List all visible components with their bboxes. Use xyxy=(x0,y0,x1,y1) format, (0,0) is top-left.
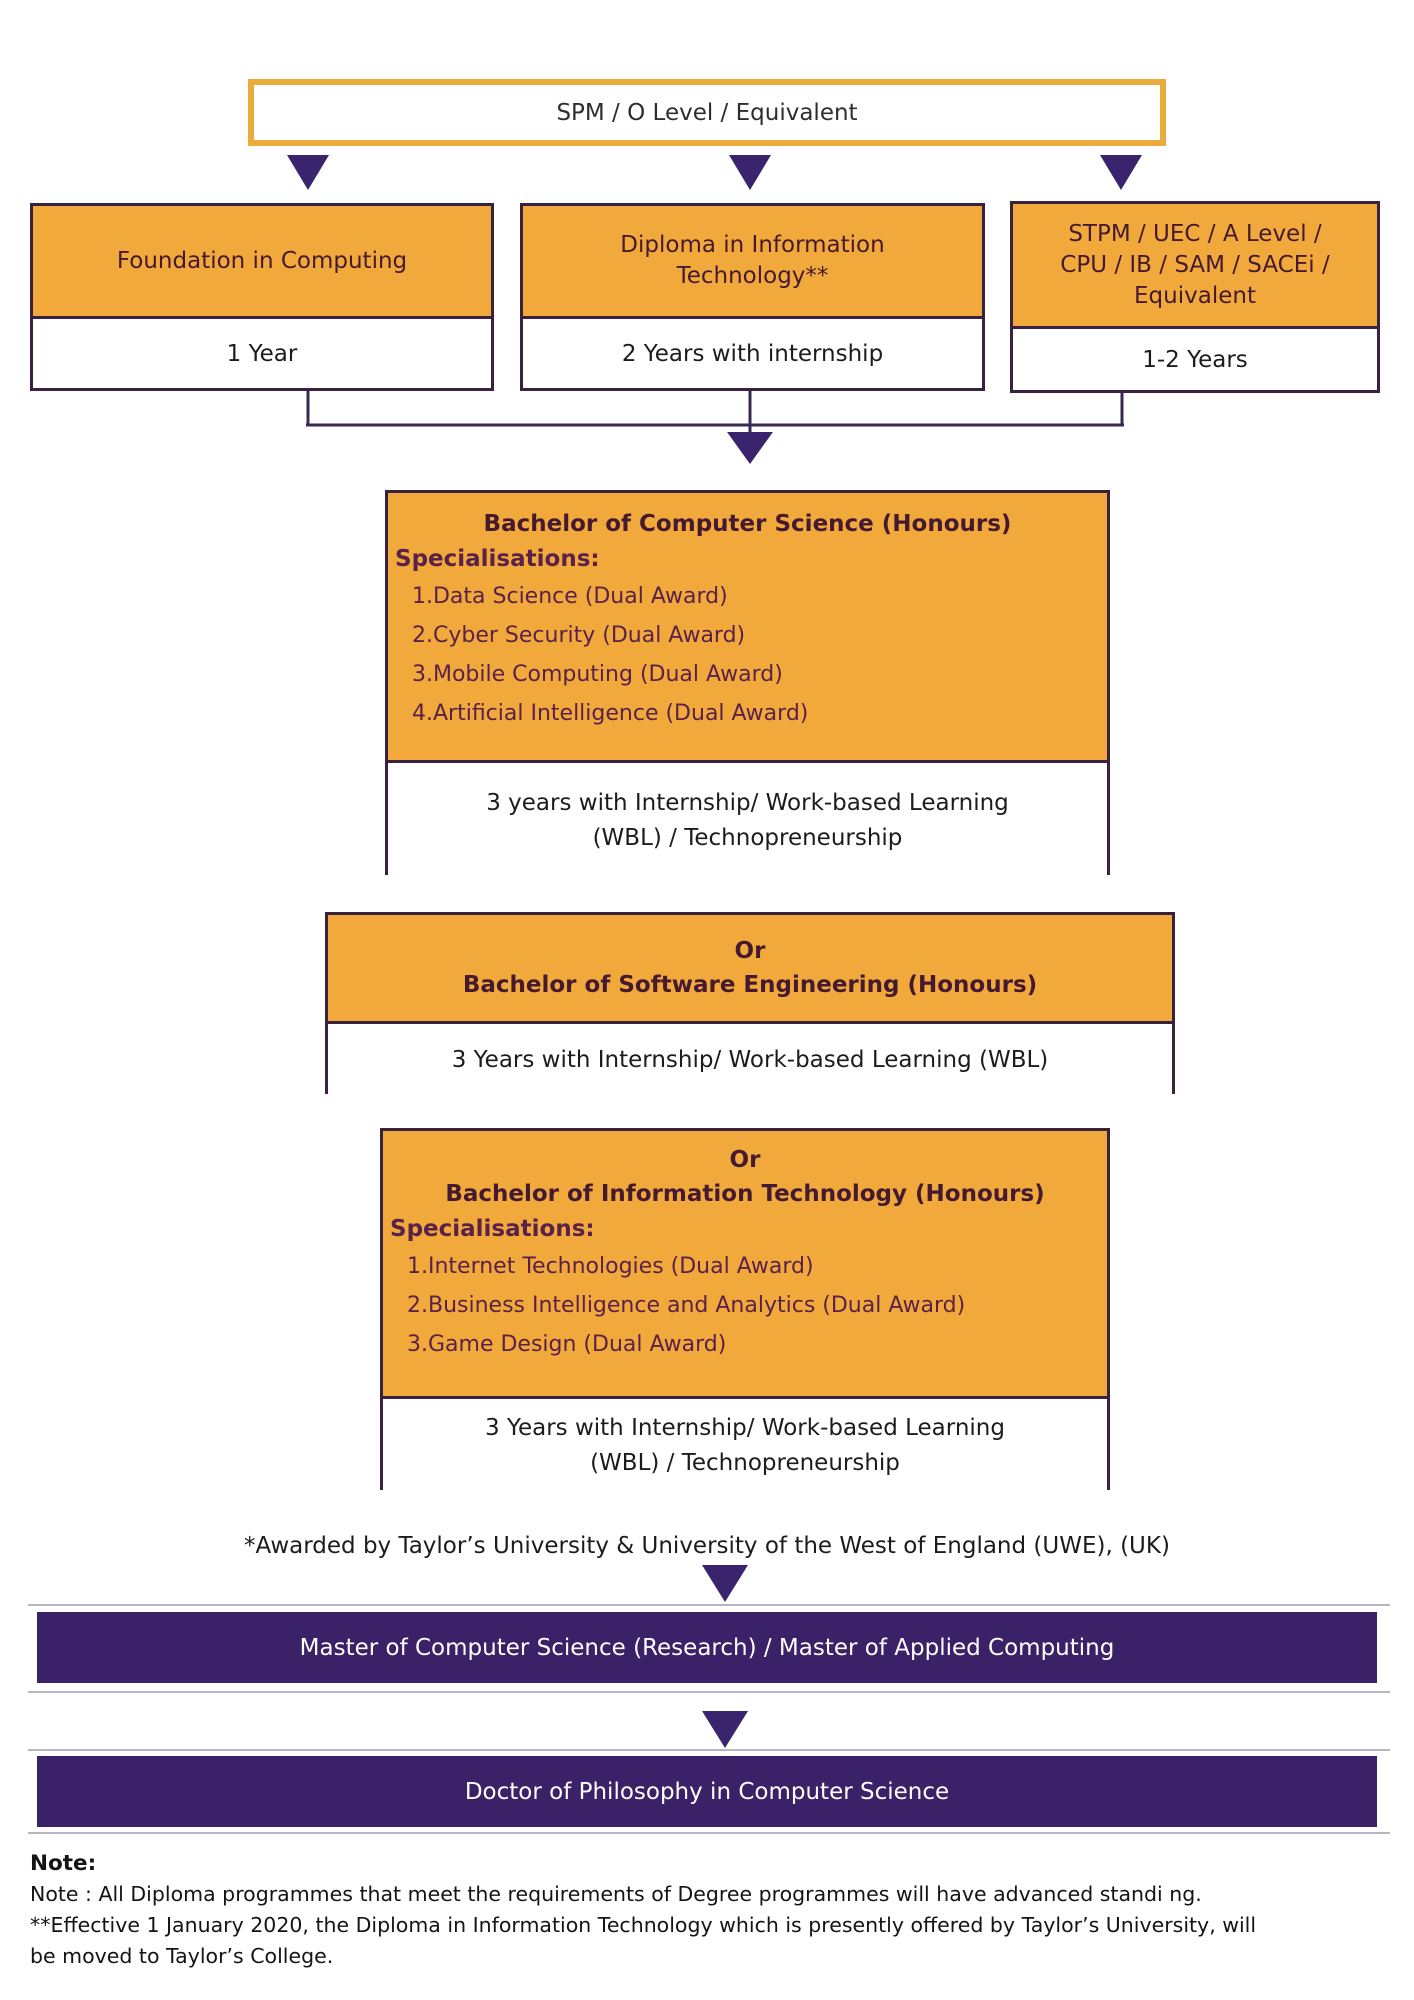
pathway-title-line: Diploma in Information xyxy=(620,232,885,258)
degree-title: Bachelor of Information Technology (Hono… xyxy=(445,1181,1045,1207)
pathway-title: STPM / UEC / A Level / CPU / IB / SAM / … xyxy=(1013,204,1377,326)
degree-box-computer-science: Bachelor of Computer Science (Honours) S… xyxy=(385,490,1110,878)
specialisation-item: 1.Data Science (Dual Award) xyxy=(412,584,728,609)
down-arrow-icon xyxy=(287,155,329,190)
phd-programme-label: Doctor of Philosophy in Computer Science xyxy=(464,1778,950,1805)
or-label: Or xyxy=(729,1147,761,1173)
pathway-duration-label: 2 Years with internship xyxy=(621,340,884,367)
specialisation-item: 3.Game Design (Dual Award) xyxy=(407,1332,727,1357)
or-label: Or xyxy=(734,938,766,964)
degree-title: Bachelor of Computer Science (Honours) xyxy=(483,511,1012,537)
degree-duration: 3 Years with Internship/ Work-based Lear… xyxy=(328,1021,1172,1097)
phd-programme-banner: Doctor of Philosophy in Computer Science xyxy=(37,1756,1377,1827)
pathway-duration: 1 Year xyxy=(33,316,491,388)
pathway-title-line: STPM / UEC / A Level / xyxy=(1068,220,1322,247)
pathway-title-line: Foundation in Computing xyxy=(116,247,408,274)
master-programme-label: Master of Computer Science (Research) / … xyxy=(299,1634,1115,1661)
degree-duration-line: (WBL) / Technopreneurship xyxy=(590,1450,900,1476)
note-line: be moved to Taylor’s College. xyxy=(30,1944,334,1968)
specialisation-item: 3.Mobile Computing (Dual Award) xyxy=(412,662,783,687)
master-programme-banner: Master of Computer Science (Research) / … xyxy=(37,1612,1377,1683)
pathway-title-line: CPU / IB / SAM / SACEi / xyxy=(1060,251,1330,278)
pathway-duration: 2 Years with internship xyxy=(523,316,982,388)
degree-head: Or Bachelor of Information Technology (H… xyxy=(383,1131,1107,1396)
pathway-title: Foundation in Computing xyxy=(33,206,491,316)
degree-box-information-technology: Or Bachelor of Information Technology (H… xyxy=(380,1128,1110,1493)
specialisations-label: Specialisations: xyxy=(390,1216,595,1242)
degree-duration-line: 3 years with Internship/ Work-based Lear… xyxy=(486,789,1009,816)
down-arrow-icon xyxy=(702,1711,748,1748)
specialisations-label: Specialisations: xyxy=(395,546,600,572)
merge-arrow-icon xyxy=(727,432,773,464)
pathway-title: Diploma in Information Technology** xyxy=(523,206,982,316)
specialisation-item: 1.Internet Technologies (Dual Award) xyxy=(407,1254,814,1279)
down-arrow-icon xyxy=(702,1565,748,1602)
note-line: **Effective 1 January 2020, the Diploma … xyxy=(30,1913,1257,1937)
pathway-box-foundation: Foundation in Computing 1 Year xyxy=(30,203,494,391)
specialisation-item: 4.Artificial Intelligence (Dual Award) xyxy=(412,701,809,726)
pathway-duration-label: 1-2 Years xyxy=(1142,346,1248,373)
note-heading: Note: xyxy=(30,1851,97,1876)
degree-duration-line: (WBL) / Technopreneurship xyxy=(592,824,903,851)
divider-line xyxy=(28,1832,1390,1834)
divider-line xyxy=(28,1604,1390,1606)
degree-duration: 3 years with Internship/ Work-based Lear… xyxy=(388,760,1107,878)
degree-box-software-engineering: Or Bachelor of Software Engineering (Hon… xyxy=(325,912,1175,1097)
down-arrow-icon xyxy=(1100,155,1142,190)
pathway-title-line: Equivalent xyxy=(1134,282,1256,309)
specialisation-item: 2.Business Intelligence and Analytics (D… xyxy=(407,1293,966,1318)
degree-duration-line: 3 Years with Internship/ Work-based Lear… xyxy=(485,1415,1005,1441)
pathway-duration: 1-2 Years xyxy=(1013,326,1377,390)
pathway-box-diploma: Diploma in Information Technology** 2 Ye… xyxy=(520,203,985,391)
specialisation-item: 2.Cyber Security (Dual Award) xyxy=(412,623,746,648)
degree-duration: 3 Years with Internship/ Work-based Lear… xyxy=(383,1396,1107,1493)
entry-qualification-label: SPM / O Level / Equivalent xyxy=(556,99,858,126)
note-line: Note : All Diploma programmes that meet … xyxy=(30,1882,1202,1906)
degree-duration-line: 3 Years with Internship/ Work-based Lear… xyxy=(451,1047,1049,1073)
pathway-title-line: Technology** xyxy=(676,263,829,289)
divider-line xyxy=(28,1749,1390,1751)
degree-head: Or Bachelor of Software Engineering (Hon… xyxy=(328,915,1172,1021)
divider-line xyxy=(28,1691,1390,1693)
dual-award-footnote: *Awarded by Taylor’s University & Univer… xyxy=(244,1533,1170,1559)
entry-qualification-box: SPM / O Level / Equivalent xyxy=(248,79,1166,146)
pathway-box-stpm: STPM / UEC / A Level / CPU / IB / SAM / … xyxy=(1010,201,1380,393)
down-arrow-icon xyxy=(729,155,771,190)
footnotes-section: Note: Note : All Diploma programmes that… xyxy=(30,1848,1256,1972)
degree-head: Bachelor of Computer Science (Honours) S… xyxy=(388,493,1107,760)
pathway-duration-label: 1 Year xyxy=(226,340,298,367)
degree-title: Bachelor of Software Engineering (Honour… xyxy=(462,972,1038,998)
